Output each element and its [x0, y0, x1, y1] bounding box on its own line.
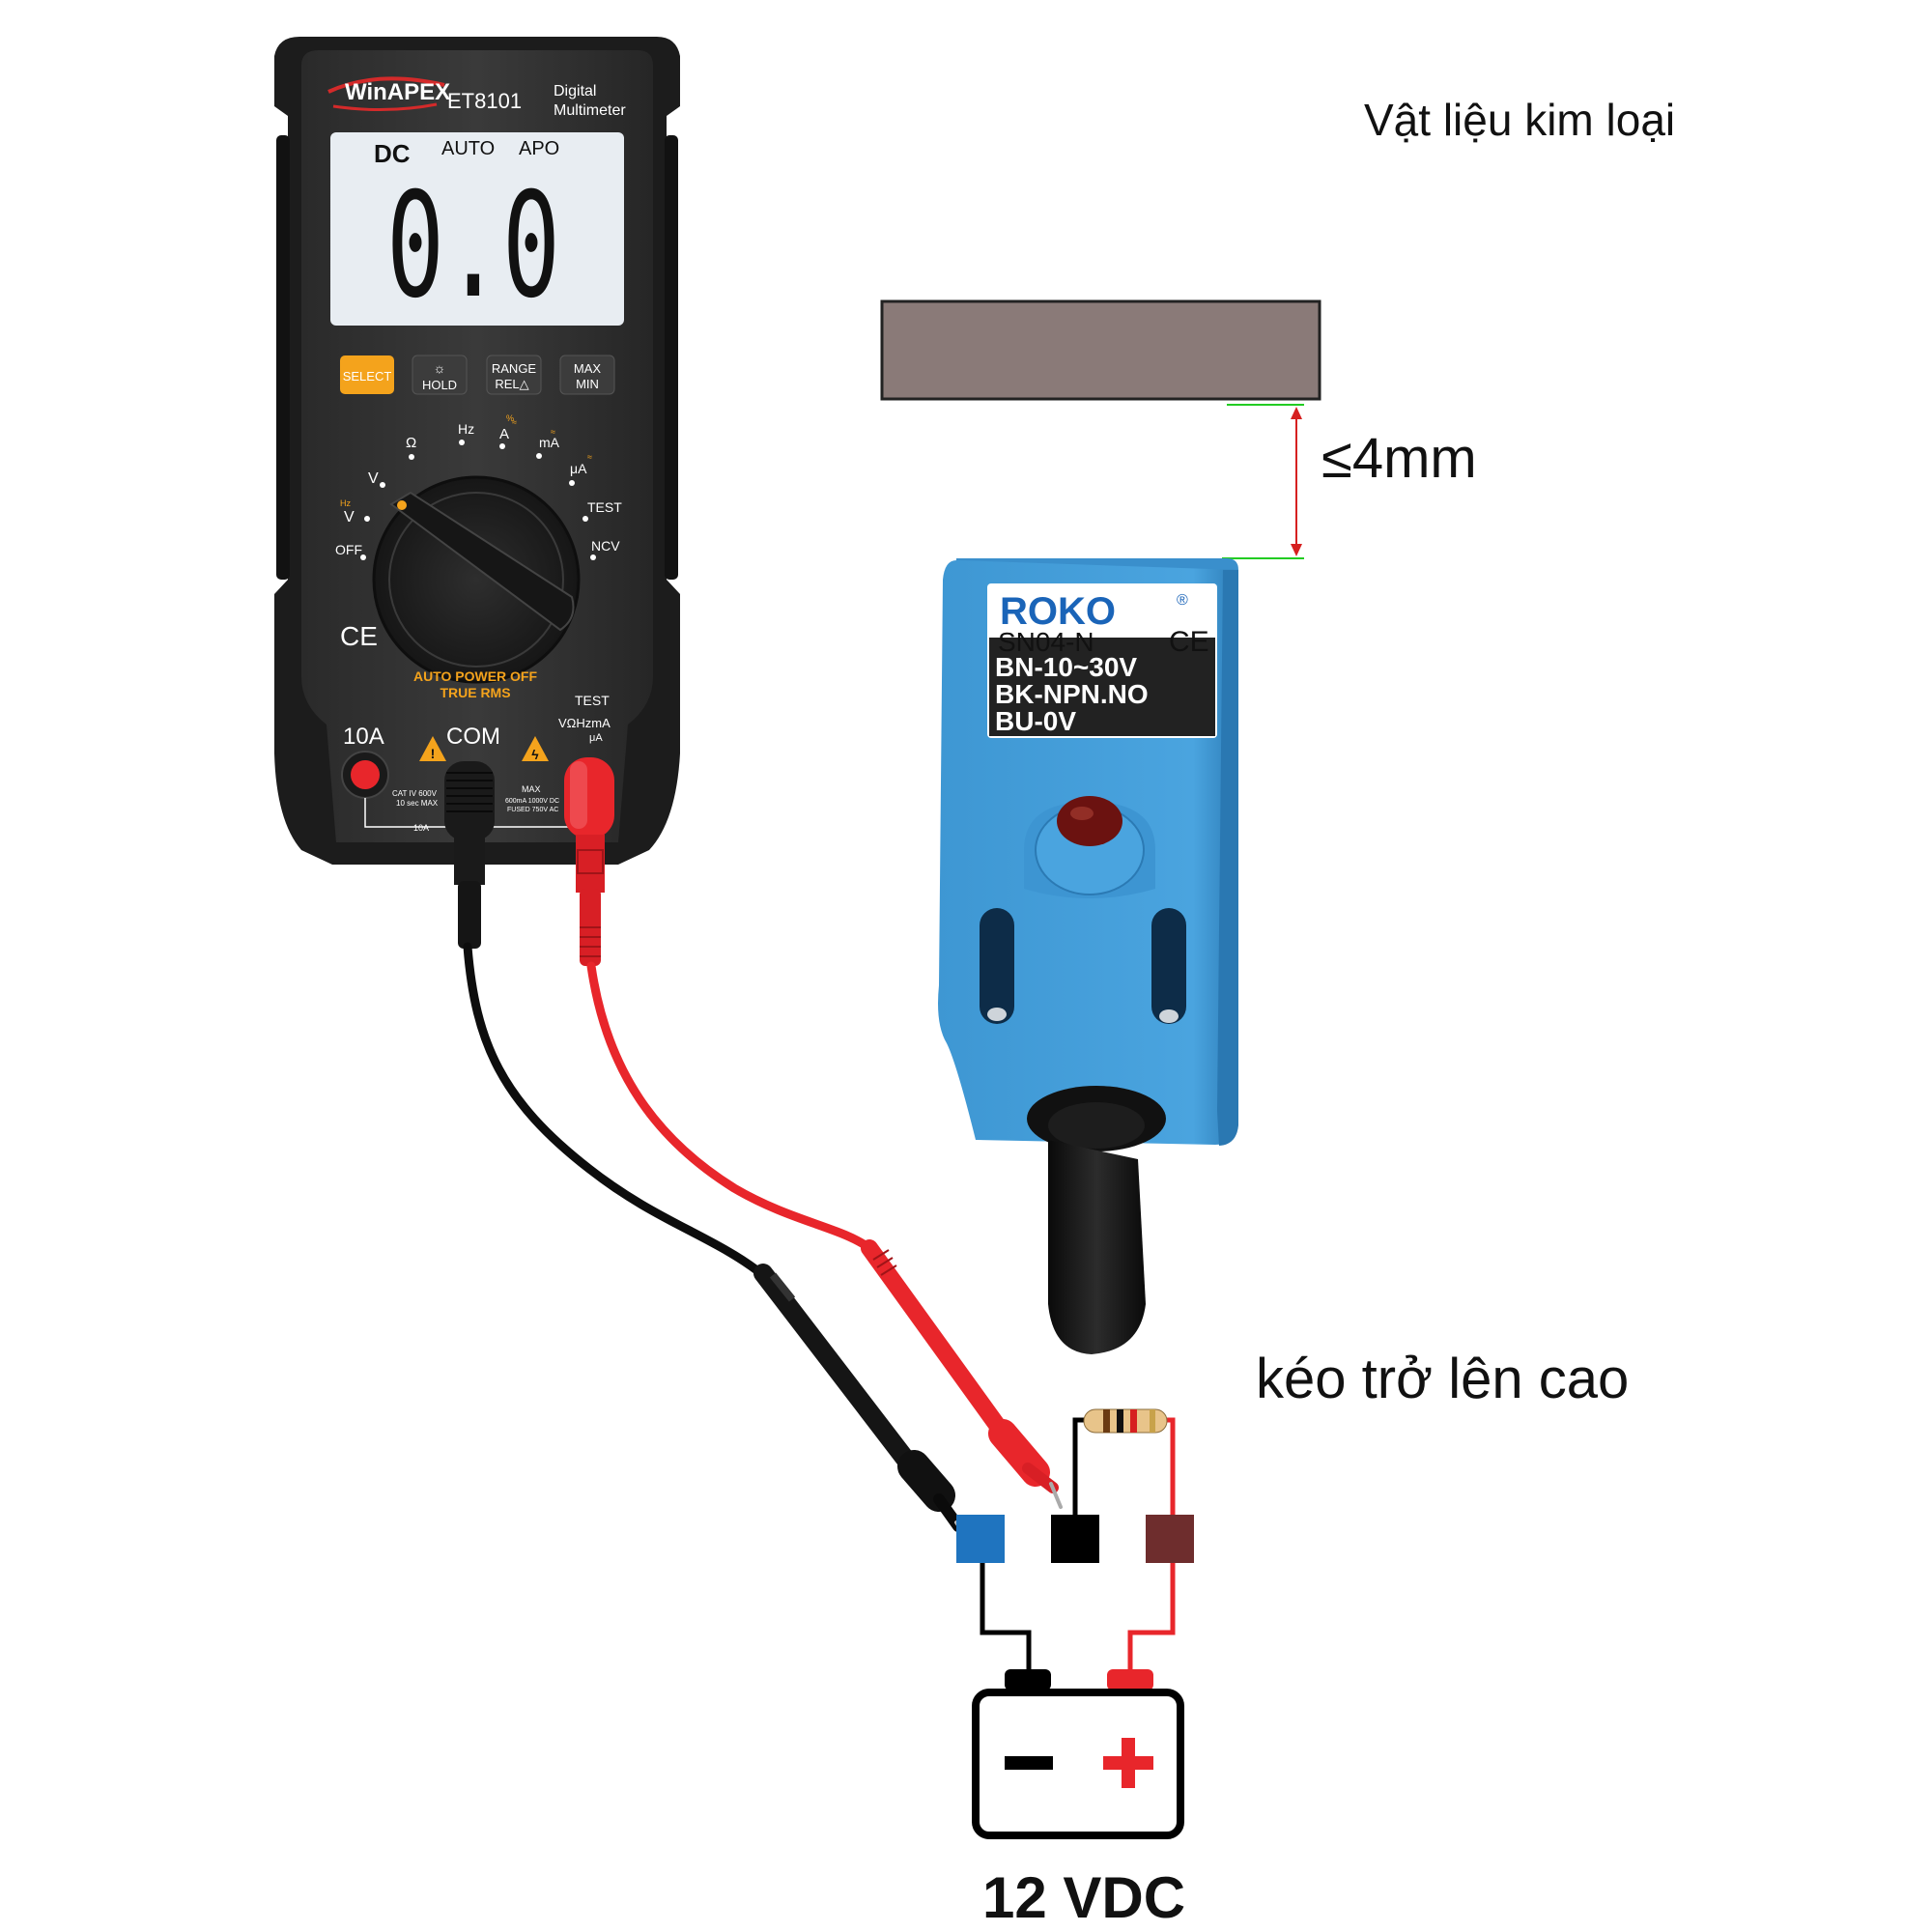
pull-up-label: kéo trở lên cao	[1256, 1348, 1629, 1410]
dial-a-label: A	[499, 426, 509, 442]
svg-text:Hz: Hz	[340, 498, 351, 508]
distance-dimension	[1222, 404, 1304, 559]
svg-text:≈: ≈	[587, 452, 592, 462]
com-probe-plug	[444, 761, 495, 949]
cat-rating-2: 10 sec MAX	[396, 799, 439, 808]
dial-off-label: OFF	[335, 542, 362, 557]
knob-pointer	[397, 500, 407, 510]
sensor-registered-mark: ®	[1177, 592, 1188, 609]
black-probe-cable	[463, 942, 768, 1280]
max-rating-2: 600mA 1000V DC	[505, 798, 559, 805]
black-probe	[753, 1264, 974, 1548]
dial-v-dc-label: V	[368, 470, 379, 487]
dial-ua-label: μA	[570, 461, 587, 476]
terminal-brown	[1146, 1515, 1194, 1563]
dial-ac-marks: Hz % ≈ ≈ ≈	[340, 413, 592, 508]
multimeter-ce-mark: CE	[340, 621, 378, 651]
dial-hz-label: Hz	[458, 421, 474, 437]
pull-up-resistor	[1083, 1408, 1168, 1434]
terminal-black	[1051, 1515, 1099, 1563]
max-min-button[interactable]: MAX MIN	[559, 355, 615, 395]
high-voltage-icon: ϟ	[522, 736, 549, 762]
lcd-reading: 0.0	[386, 162, 560, 330]
small-10a-label: 10A	[413, 823, 429, 833]
brand-name: WinAPEX	[345, 79, 450, 105]
rel-button-label: REL△	[495, 377, 528, 391]
hold-button-label: HOLD	[422, 378, 457, 392]
supply-voltage-label: 12 VDC	[982, 1865, 1185, 1930]
dial-ma-label: mA	[539, 435, 560, 450]
dial-ohm-label: Ω	[406, 435, 416, 451]
mounting-slot-left	[980, 908, 1014, 1024]
dial-position-dots	[360, 440, 596, 560]
sensor-brand: ROKO	[1000, 590, 1116, 633]
sensor-wire-blue: BU-0V	[995, 706, 1076, 736]
lcd-apo: APO	[519, 138, 559, 159]
jack-test-label: TEST	[575, 693, 610, 708]
lcd-auto: AUTO	[441, 138, 495, 159]
true-rms-label: TRUE RMS	[440, 685, 510, 700]
dial-ncv-label: NCV	[591, 538, 620, 554]
battery-plus-sign	[1103, 1738, 1153, 1788]
battery-minus-sign	[1005, 1756, 1053, 1770]
svg-text:≈: ≈	[512, 417, 517, 427]
max-rating: MAX	[522, 784, 541, 794]
sensor-cable	[1048, 1140, 1146, 1354]
max-button-label: MAX	[574, 361, 602, 376]
select-button-label: SELECT	[343, 369, 392, 384]
winapex-logo: WinAPEX	[327, 76, 450, 112]
mounting-slot-right	[1151, 908, 1186, 1024]
select-button[interactable]: SELECT	[340, 355, 394, 394]
sensor-wire-black: BK-NPN.NO	[995, 679, 1149, 709]
backlight-icon: ☼	[434, 360, 446, 376]
jack-test-sub2-label: μA	[589, 732, 603, 744]
range-rel-button[interactable]: RANGE REL△	[486, 355, 542, 395]
svg-text:!: !	[431, 746, 436, 761]
circuit-wiring	[980, 1417, 1176, 1681]
cat-rating: CAT IV 600V	[392, 789, 438, 798]
jack-com-label: COM	[446, 724, 500, 750]
multimeter: WinAPEX ET8101 Digital Multimeter DC AUT…	[274, 37, 680, 966]
lcd-display	[330, 132, 624, 326]
battery-icon	[972, 1669, 1184, 1839]
dial-labels: OFF V V Ω Hz A mA μA TEST NCV	[335, 421, 622, 557]
model-name: ET8101	[447, 89, 522, 113]
hold-button[interactable]: ☼ HOLD	[412, 355, 468, 395]
dial-test-label: TEST	[587, 499, 622, 515]
jack-test-sub-label: VΩHzmA	[558, 716, 611, 730]
test-probe-plug	[564, 757, 614, 966]
indicator-led	[1057, 796, 1122, 846]
svg-text:%: %	[506, 413, 514, 423]
jack-10a[interactable]	[341, 751, 389, 799]
red-probe-cable	[586, 961, 874, 1253]
metal-plate	[880, 299, 1321, 401]
sensor-model: SN04-N	[998, 627, 1094, 657]
warning-icon: !	[419, 736, 446, 761]
distance-label: ≤4mm	[1321, 427, 1477, 490]
meter-type-line2: Multimeter	[554, 102, 626, 119]
meter-type-line1: Digital	[554, 83, 596, 99]
auto-power-off-label: AUTO POWER OFF	[413, 668, 538, 684]
dial-v-ac-label: V	[344, 509, 355, 526]
svg-text:≈: ≈	[551, 427, 555, 437]
lcd-mode-dc: DC	[374, 139, 411, 168]
sensor-ce-mark: CE	[1169, 626, 1209, 658]
range-button-label: RANGE	[492, 361, 537, 376]
rotary-selector-knob[interactable]	[372, 475, 581, 684]
min-button-label: MIN	[576, 377, 599, 391]
max-rating-3: FUSED 750V AC	[507, 807, 558, 813]
proximity-sensor: ROKO ® SN04-N CE BN-10~30V BK-NPN.NO BU-…	[938, 558, 1238, 1354]
metal-material-label: Vật liệu kim loại	[1364, 95, 1675, 145]
red-probe	[861, 1239, 1063, 1509]
sensor-wire-brown: BN-10~30V	[995, 652, 1137, 682]
svg-text:ϟ: ϟ	[531, 747, 539, 762]
jack-10a-label: 10A	[343, 724, 384, 750]
terminal-blue	[956, 1515, 1005, 1563]
